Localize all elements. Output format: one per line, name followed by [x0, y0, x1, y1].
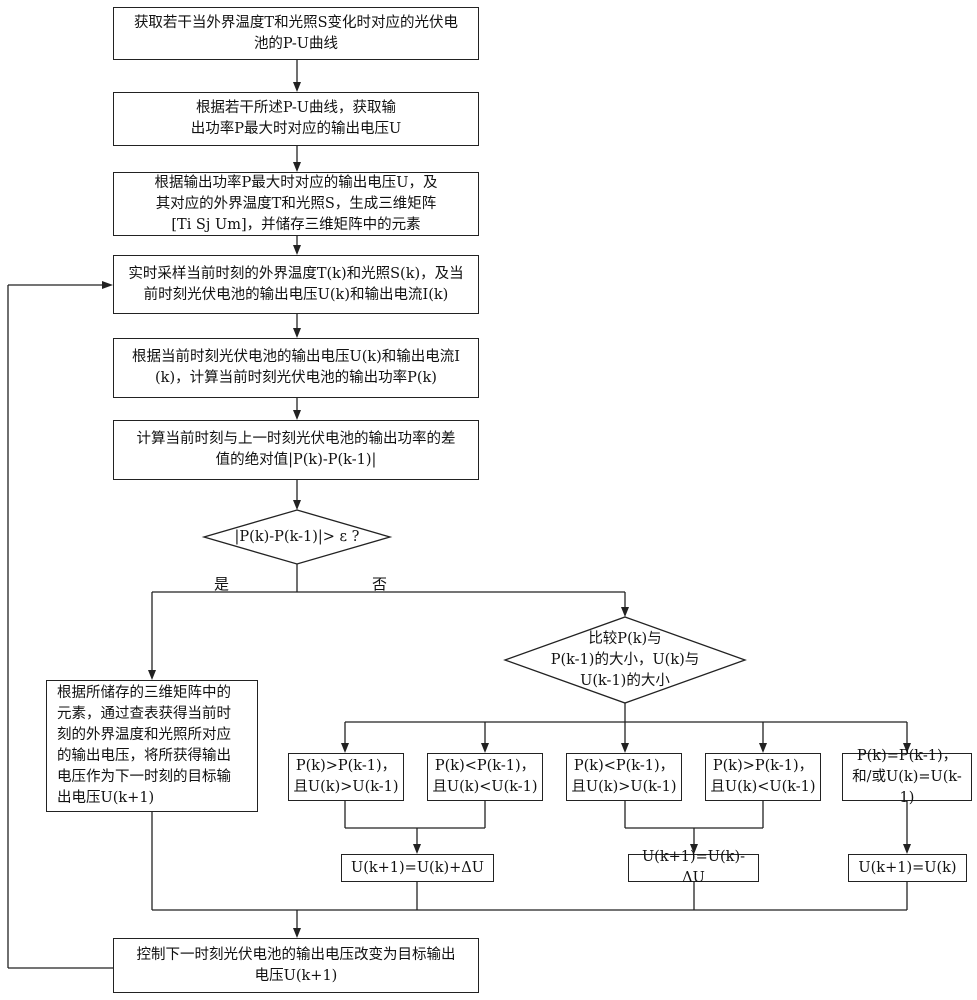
step-compute-power: 根据当前时刻光伏电池的输出电压U(k)和输出电流I (k)，计算当前时刻光伏电池… [113, 338, 479, 398]
condition-box-4: P(k)>P(k-1)， 且U(k)<U(k-1) [705, 753, 821, 801]
condition-box-1: P(k)>P(k-1)， 且U(k)>U(k-1) [288, 753, 404, 801]
condition-box-5: P(k)=P(k-1)， 和/或U(k)=U(k-1) [842, 748, 972, 806]
step-get-max-power-voltage: 根据若干所述P-U曲线，获取输 出功率P最大时对应的输出电压U [113, 92, 479, 146]
step-get-pu-curves: 获取若干当外界温度T和光照S变化时对应的光伏电 池的P-U曲线 [113, 7, 479, 60]
decision-compare: 比较P(k)与 P(k-1)的大小，U(k)与 U(k-1)的大小 [550, 630, 700, 689]
update-decrease-voltage: U(k+1)=U(k)-ΔU [628, 849, 759, 886]
update-keep-voltage: U(k+1)=U(k) [848, 854, 967, 882]
step-lookup-table: 根据所储存的三维矩阵中的 元素，通过查表获得当前时 刻的外界温度和光照所对应 的… [46, 680, 258, 812]
step-sample-current: 实时采样当前时刻的外界温度T(k)和光照S(k)，及当 前时刻光伏电池的输出电压… [113, 255, 479, 314]
branch-yes-label: 是 [214, 575, 230, 593]
step-apply-target-voltage: 控制下一时刻光伏电池的输出电压改变为目标输出 电压U(k+1) [113, 938, 479, 993]
branch-no-label: 否 [372, 575, 388, 593]
condition-box-3: P(k)<P(k-1)， 且U(k)>U(k-1) [566, 753, 682, 801]
update-increase-voltage: U(k+1)=U(k)+ΔU [341, 854, 494, 882]
condition-box-2: P(k)<P(k-1)， 且U(k)<U(k-1) [427, 753, 543, 801]
step-power-difference: 计算当前时刻与上一时刻光伏电池的输出功率的差 值的绝对值|P(k)-P(k-1)… [113, 420, 479, 480]
decision-power-change: |P(k)-P(k-1)|> ε ? [234, 528, 360, 545]
step-build-3d-matrix: 根据输出功率P最大时对应的输出电压U，及 其对应的外界温度T和光照S，生成三维矩… [113, 172, 479, 236]
